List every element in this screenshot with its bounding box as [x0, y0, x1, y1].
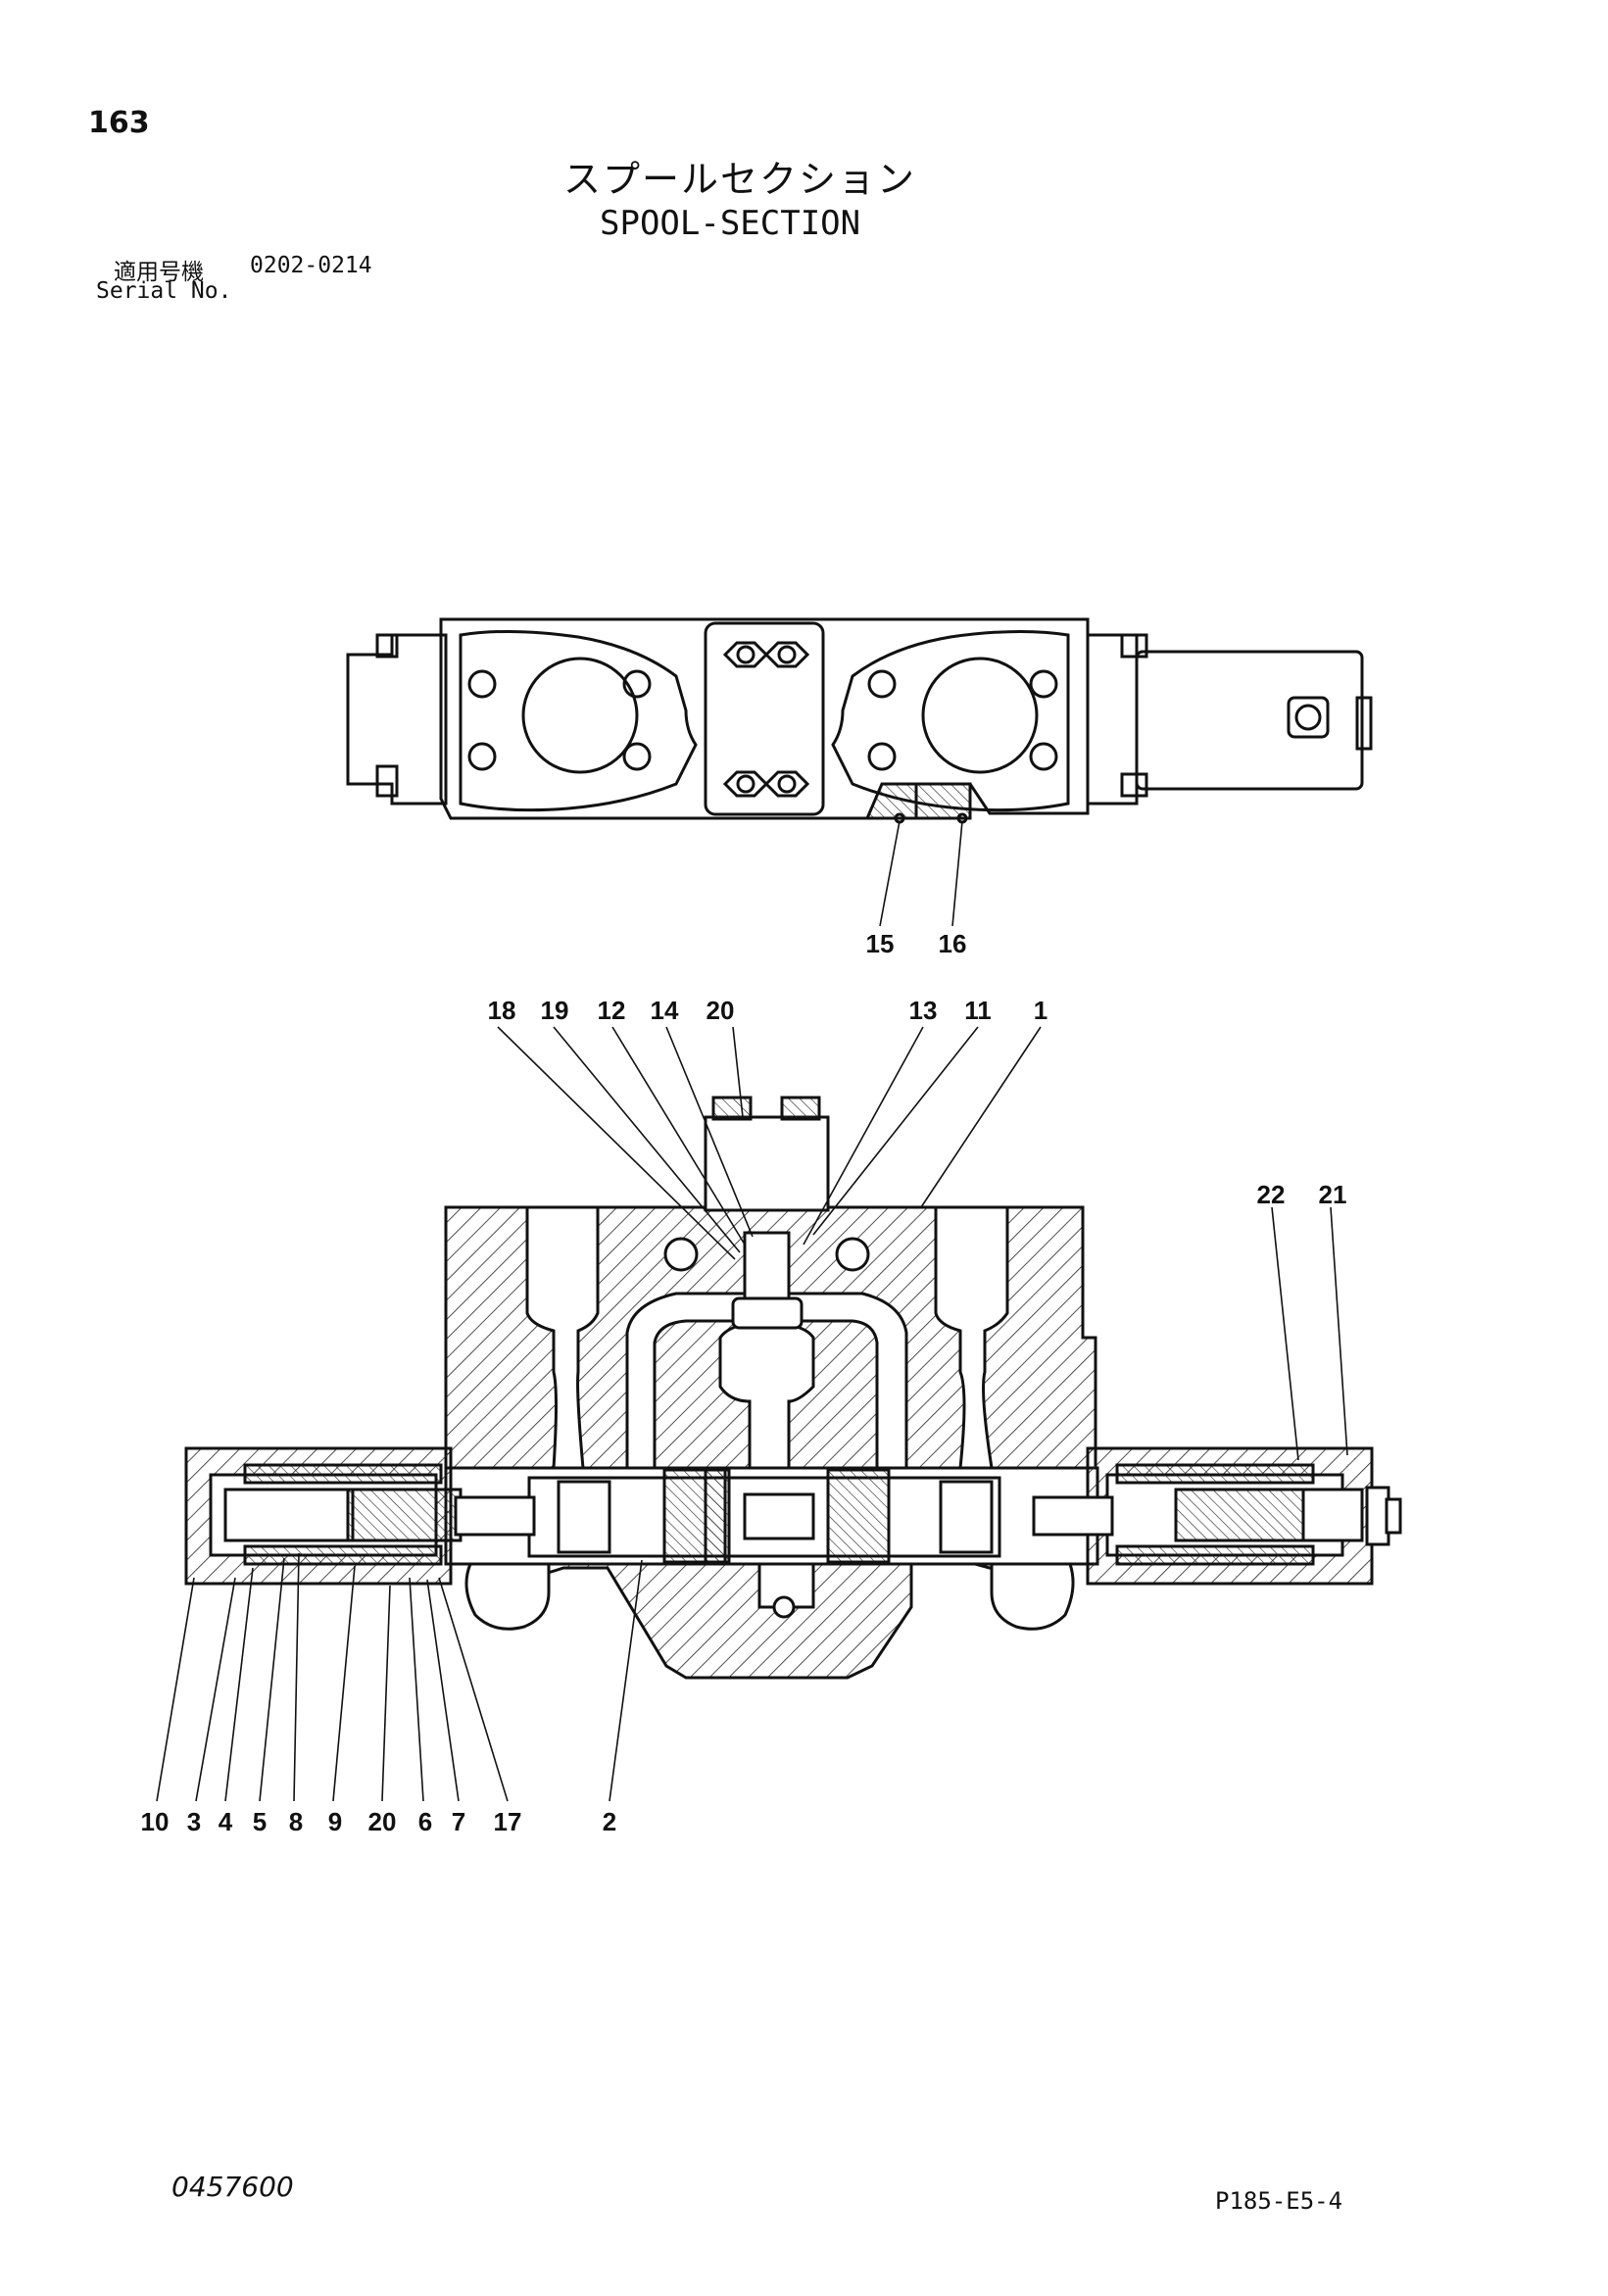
top-left-flange [459, 629, 698, 812]
u-passage [625, 1292, 908, 1470]
lower-cavity-left [464, 1562, 551, 1631]
callout-21: 21 [1319, 1180, 1347, 1209]
top-plug [704, 1115, 830, 1212]
callout-1: 1 [1034, 996, 1048, 1025]
callout-17: 17 [494, 1807, 522, 1836]
serial-range: 0202-0214 [250, 253, 372, 278]
top-right-flange [831, 629, 1070, 812]
port-right-vertical [934, 1205, 1009, 1470]
top-center-block [704, 621, 825, 816]
callout-13: 13 [909, 996, 938, 1025]
callout-labels: 15 16 18 19 12 14 20 13 11 1 22 21 10 3 … [141, 929, 1347, 1836]
callout-11: 11 [964, 996, 992, 1025]
top-right-extension [1135, 650, 1364, 791]
title-english: SPOOL-SECTION [600, 204, 861, 243]
callout-5: 5 [253, 1807, 267, 1836]
callout-20-top: 20 [707, 996, 735, 1025]
callout-19: 19 [541, 996, 569, 1025]
document-code: 0457600 [171, 2171, 294, 2203]
lower-cavity-right [990, 1562, 1075, 1631]
top-left-plug-lower [375, 764, 399, 798]
section-view [184, 1096, 1402, 1680]
callout-8: 8 [289, 1807, 303, 1836]
callout-12: 12 [598, 996, 626, 1025]
page-number: 163 [88, 106, 150, 140]
port-left-vertical [525, 1205, 600, 1470]
callout-22: 22 [1257, 1180, 1286, 1209]
callout-2: 2 [603, 1807, 616, 1836]
callout-18: 18 [488, 996, 516, 1025]
top-right-cap [1086, 633, 1139, 806]
top-port-left [521, 657, 639, 774]
top-view-leaders [879, 820, 963, 927]
callout-3: 3 [187, 1807, 201, 1836]
callout-10: 10 [141, 1807, 170, 1836]
top-port-right [921, 657, 1039, 774]
serial-label-japanese: 適用号機 [114, 260, 204, 285]
callout-4: 4 [219, 1807, 233, 1836]
top-left-cap [346, 633, 448, 806]
callout-15: 15 [866, 929, 895, 958]
spool-land-2 [826, 1468, 891, 1564]
callout-16: 16 [939, 929, 967, 958]
page-reference: P185-E5-4 [1215, 2187, 1343, 2215]
top-view [346, 617, 1373, 824]
section-leaders [156, 1026, 1348, 1802]
title-japanese: スプールセクション [563, 158, 917, 201]
top-left-plug-upper [375, 633, 399, 659]
callout-14: 14 [651, 996, 679, 1025]
callout-9: 9 [328, 1807, 342, 1836]
top-body-outline [439, 617, 1090, 820]
callout-20-bottom: 20 [368, 1807, 397, 1836]
top-cutaway [864, 782, 972, 820]
serial-label-english: Serial No. [96, 278, 232, 304]
callout-6: 6 [418, 1807, 432, 1836]
callout-7: 7 [452, 1807, 465, 1836]
